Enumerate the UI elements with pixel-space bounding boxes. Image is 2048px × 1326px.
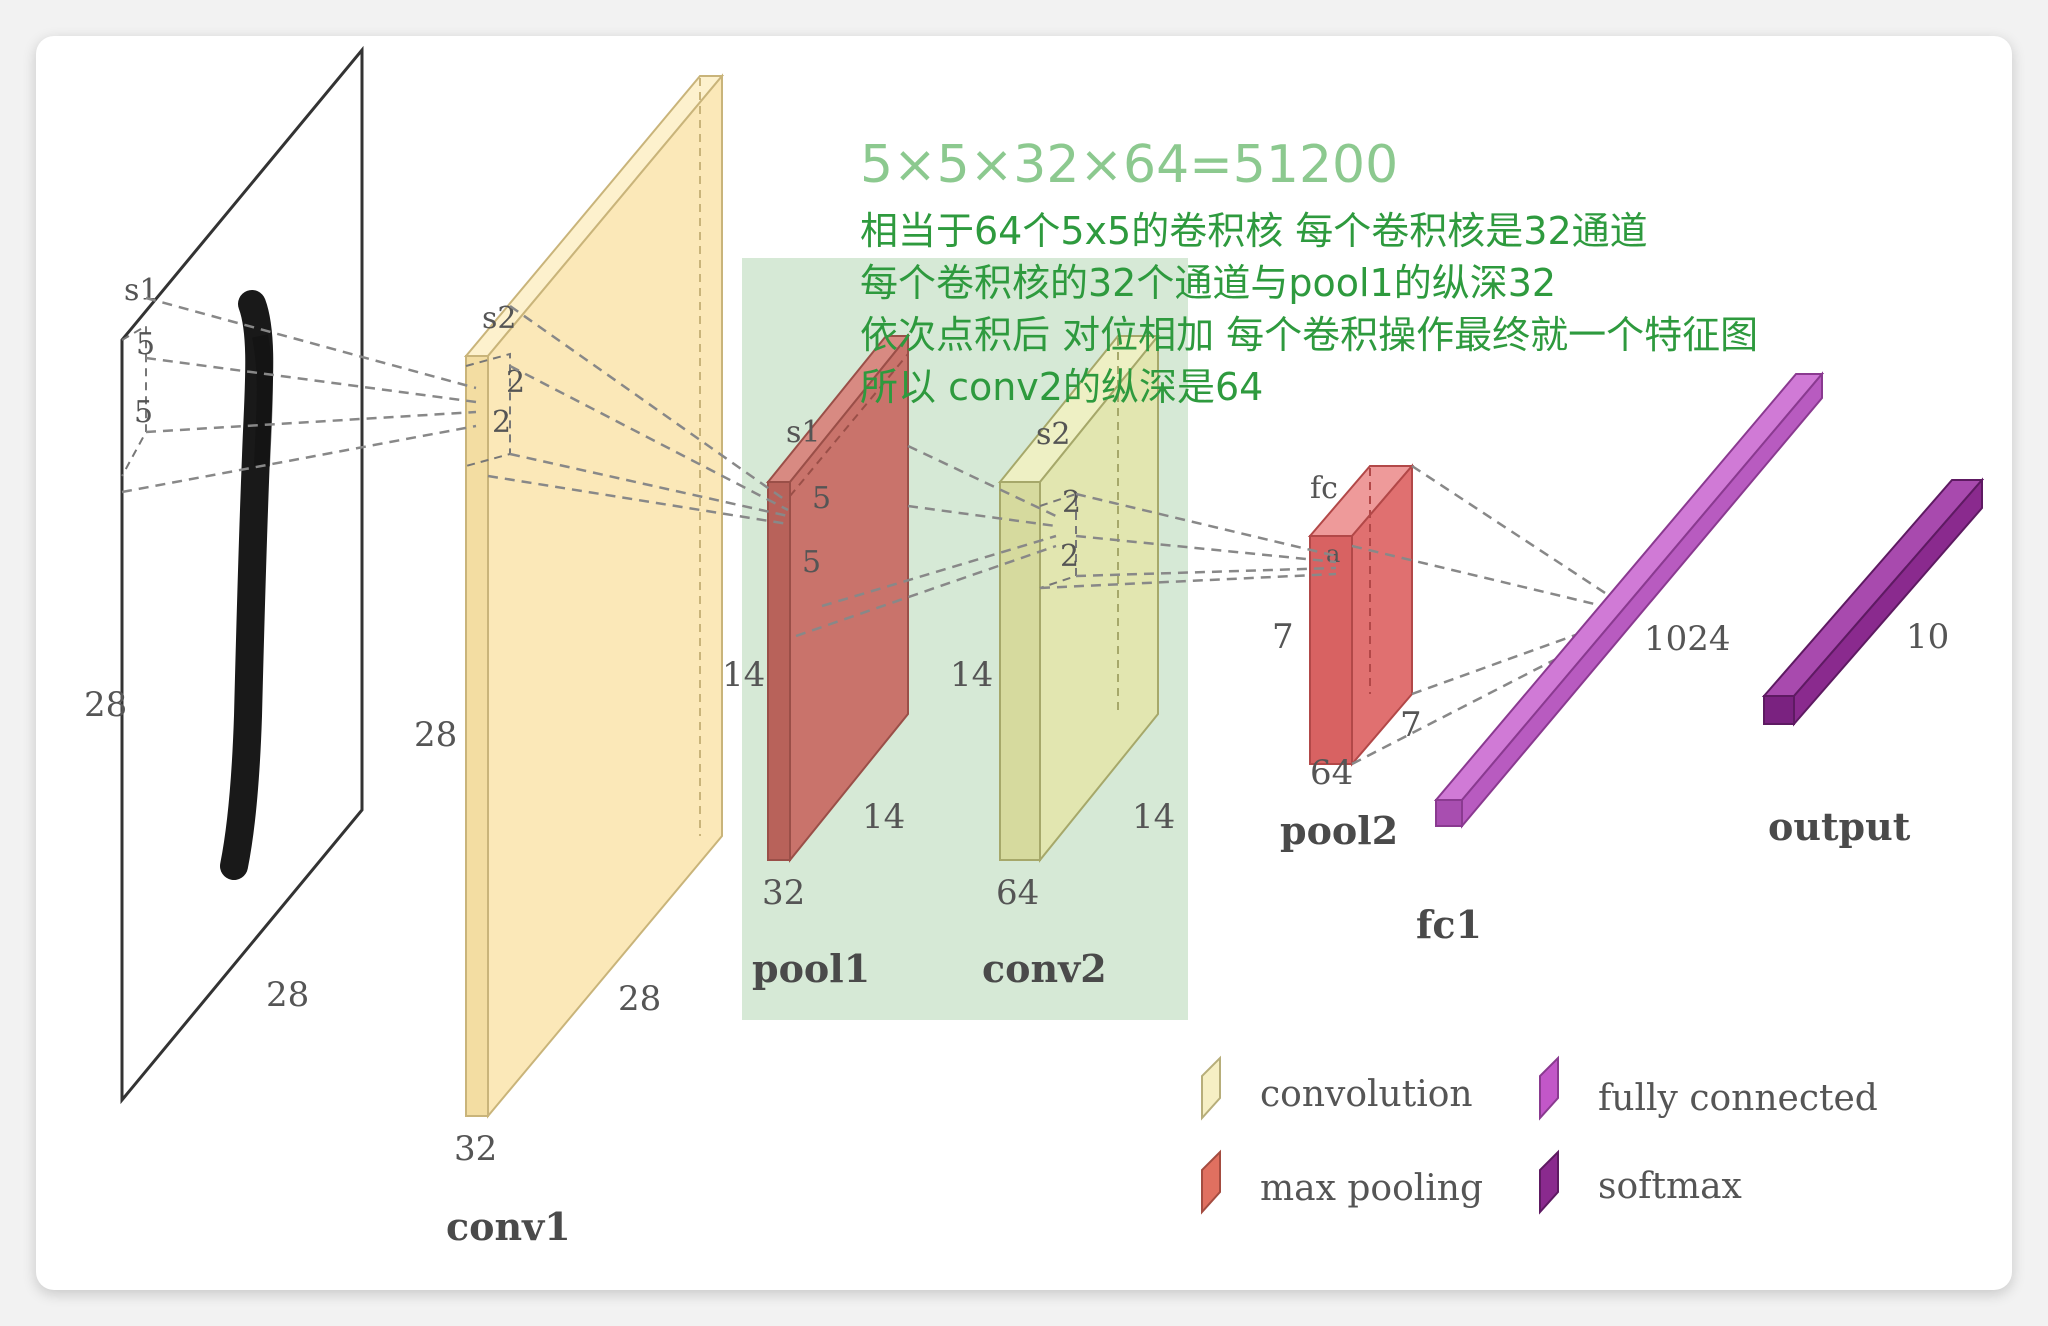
fc1-name-label: fc1 bbox=[1416, 902, 1482, 947]
annotation-block: 5×5×32×64=51200 相当于64个5x5的卷积核 每个卷积核是32通道… bbox=[860, 135, 1758, 409]
legend-item-max-pooling: max pooling bbox=[1201, 1149, 1483, 1215]
conv1-width-label: 28 bbox=[618, 979, 661, 1019]
connector-input-conv1 bbox=[121, 296, 477, 494]
conv2-height-label: 14 bbox=[950, 655, 993, 695]
pool1-block bbox=[765, 333, 911, 863]
fc1-block bbox=[1433, 371, 1825, 829]
pool1-depth-label: 32 bbox=[762, 873, 805, 913]
pool1-kernel-label-2: 5 bbox=[802, 545, 821, 580]
legend-item-softmax: softmax bbox=[1539, 1149, 1742, 1215]
pool1-width-label: 14 bbox=[862, 797, 905, 837]
input-stride-label: s1 bbox=[124, 273, 158, 308]
legend-label-max-pooling: max pooling bbox=[1260, 1168, 1483, 1209]
pool1-kernel-label-1: 5 bbox=[812, 481, 831, 516]
conv1-kernel-label-2: 2 bbox=[492, 405, 511, 440]
conv1-kernel-label-1: 2 bbox=[506, 365, 525, 400]
conv1-name-label: conv1 bbox=[446, 1204, 571, 1249]
connector-conv2-pool2 bbox=[1039, 492, 1337, 590]
diagram-card: s1 5 5 28 28 s2 2 2 28 28 32 conv1 s1 5 … bbox=[36, 36, 2012, 1290]
pool1-stride-label: s1 bbox=[786, 415, 820, 450]
pool1-name-label: pool1 bbox=[752, 946, 870, 991]
conv2-kernel-label-2: 2 bbox=[1060, 539, 1079, 574]
input-kernel-label-1: 5 bbox=[136, 327, 155, 362]
legend: convolution max pooling fully connected … bbox=[1201, 1055, 1878, 1215]
pool2-kernel-label: a bbox=[1326, 540, 1340, 568]
conv1-depth-label: 32 bbox=[454, 1129, 497, 1169]
conv2-kernel-label-1: 2 bbox=[1062, 485, 1081, 520]
connector-pool1-conv2 bbox=[795, 444, 1057, 638]
annotation-line-2: 每个卷积核的32个通道与pool1的纵深32 bbox=[860, 261, 1556, 305]
pool2-block bbox=[1307, 463, 1415, 767]
pool2-height-label: 7 bbox=[1272, 617, 1294, 657]
pool1-height-label: 14 bbox=[722, 655, 765, 695]
conv2-width-label: 14 bbox=[1132, 797, 1175, 837]
output-name-label: output bbox=[1768, 804, 1911, 849]
fc1-size-label: 1024 bbox=[1644, 619, 1731, 659]
annotation-line-4: 所以 conv2的纵深是64 bbox=[860, 365, 1263, 409]
annotation-line-3: 依次点积后 对位相加 每个卷积操作最终就一个特征图 bbox=[860, 313, 1758, 357]
legend-item-convolution: convolution bbox=[1201, 1055, 1473, 1121]
conv2-stride-label: s2 bbox=[1036, 417, 1070, 452]
annotation-formula: 5×5×32×64=51200 bbox=[860, 135, 1398, 195]
pool2-width-label: 7 bbox=[1400, 705, 1422, 745]
conv2-block bbox=[997, 333, 1161, 863]
legend-label-softmax: softmax bbox=[1598, 1166, 1742, 1207]
output-size-label: 10 bbox=[1906, 617, 1949, 657]
connector-conv1-pool1 bbox=[487, 304, 789, 526]
conv2-depth-label: 64 bbox=[996, 873, 1039, 913]
pool2-depth-label: 64 bbox=[1310, 753, 1353, 793]
pool2-name-label: pool2 bbox=[1280, 808, 1398, 853]
conv1-block bbox=[463, 73, 725, 1119]
legend-item-fully-connected: fully connected bbox=[1539, 1055, 1878, 1121]
input-width-label: 28 bbox=[266, 975, 309, 1015]
input-height-label: 28 bbox=[84, 685, 127, 725]
output-block bbox=[1761, 477, 1985, 727]
pool2-stride-label: fc bbox=[1310, 471, 1338, 506]
input-image bbox=[120, 45, 364, 1105]
legend-label-fully-connected: fully connected bbox=[1598, 1078, 1878, 1119]
legend-label-convolution: convolution bbox=[1260, 1074, 1473, 1115]
annotation-line-1: 相当于64个5x5的卷积核 每个卷积核是32通道 bbox=[860, 209, 1648, 253]
cnn-architecture-diagram: s1 5 5 28 28 s2 2 2 28 28 32 conv1 s1 5 … bbox=[84, 45, 1985, 1249]
conv1-height-label: 28 bbox=[414, 715, 457, 755]
conv2-name-label: conv2 bbox=[982, 946, 1107, 991]
input-kernel-label-2: 5 bbox=[134, 395, 153, 430]
